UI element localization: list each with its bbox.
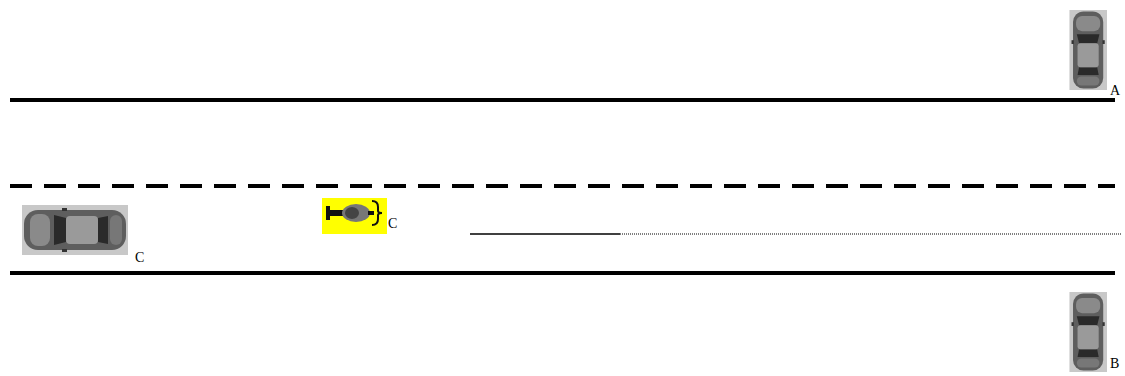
car-c	[22, 205, 128, 255]
road-edge	[10, 98, 1115, 102]
vehicle-label: A	[1110, 83, 1120, 99]
path-line	[470, 233, 620, 234]
car-a	[1069, 10, 1107, 90]
road-edge	[10, 271, 1115, 275]
path-line-dotted	[620, 234, 1122, 235]
vehicle-label: C	[135, 250, 144, 266]
vehicle-label: B	[1110, 356, 1119, 372]
lane-divider	[10, 184, 1115, 188]
car-b	[1069, 292, 1107, 372]
motorcycle	[322, 198, 387, 234]
vehicle-label: C	[388, 216, 397, 232]
